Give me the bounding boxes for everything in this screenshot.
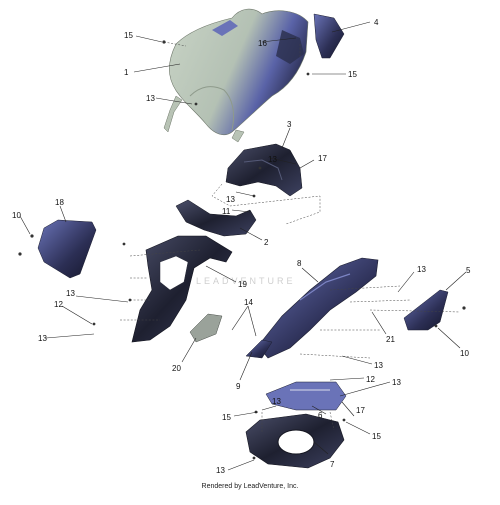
callout-13-c: 13 [226,195,235,204]
callout-19: 19 [238,280,247,289]
callout-13-e: 13 [66,289,75,298]
part-4-side-panel [313,13,345,59]
callout-14: 14 [244,298,253,307]
callout-17-b: 17 [356,406,365,415]
part-2-lower-trim [175,199,257,237]
callout-5: 5 [466,266,471,275]
callout-20: 20 [172,364,181,373]
part-7-gauge-bezel [245,413,345,469]
callout-13-b: 13 [268,155,277,164]
part-20-small-bracket [189,313,223,343]
watermark-logo: LEADVENTURE [196,276,296,286]
callout-1: 1 [124,68,129,77]
callout-13-i: 13 [272,397,281,406]
callout-7: 7 [330,460,335,469]
callout-10-a: 10 [12,211,21,220]
callout-11: 11 [222,207,231,216]
callout-13-g: 13 [374,361,383,370]
callout-3: 3 [287,120,292,129]
watermark-text: LEADVENTURE [196,276,296,286]
callout-13-f: 13 [38,334,47,343]
callout-8: 8 [297,259,302,268]
part-6-lower-cover [265,381,347,411]
callout-15-d: 15 [372,432,381,441]
callout-12-a: 12 [54,300,63,309]
part-19-center-frame [131,235,233,343]
callout-21: 21 [386,335,395,344]
callout-labels: 15 1 13 16 4 15 3 13 17 13 11 2 10 18 19… [12,18,471,475]
callout-12-b: 12 [366,375,375,384]
callout-15-c: 15 [222,413,231,422]
part-18-left-panel [37,219,97,279]
fastener-dots [18,40,466,460]
callout-4: 4 [374,18,379,27]
callout-13-a: 13 [146,94,155,103]
callout-10-b: 10 [460,349,469,358]
callout-6: 6 [318,411,323,420]
callout-9: 9 [236,382,241,391]
part-8-center-panel [257,257,379,359]
callout-13-h: 13 [392,378,401,387]
callout-15-a: 15 [124,31,133,40]
render-credit: Rendered by LeadVenture, Inc. [201,483,299,490]
assembly-dashed-lines [120,41,461,432]
callout-13-j: 13 [216,466,225,475]
callout-13-d: 13 [417,265,426,274]
callout-17-a: 17 [318,154,327,163]
callout-16: 16 [258,39,267,48]
part-3-dash-bracket [225,143,303,197]
callout-2: 2 [264,238,269,247]
part-9-clip [245,339,273,359]
part-5-right-panel [403,289,449,331]
callout-18: 18 [55,198,64,207]
callout-leaders [19,21,467,471]
callout-15-b: 15 [348,70,357,79]
